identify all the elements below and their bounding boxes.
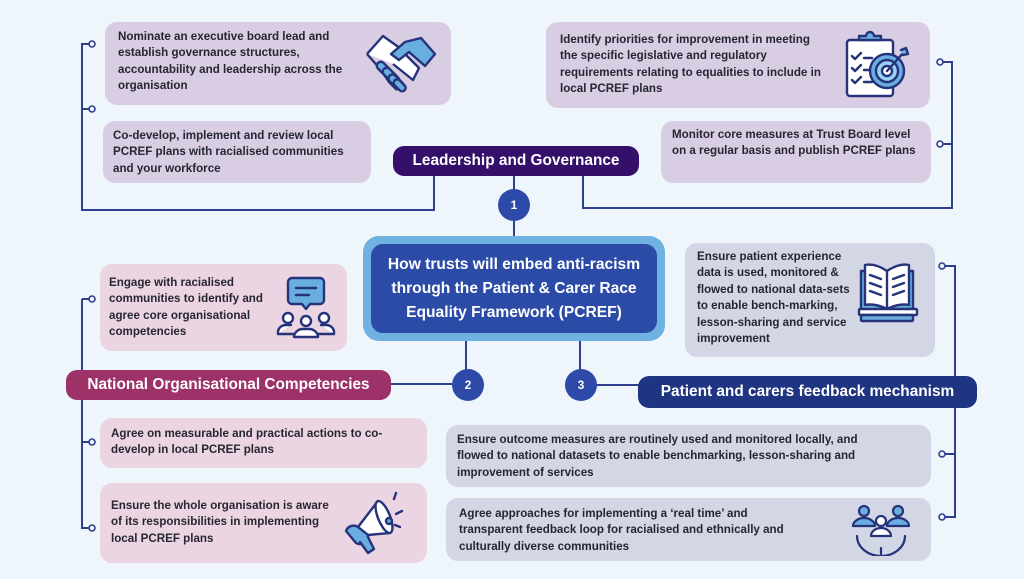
competencies-item-2-text: Agree on measurable and practical action… <box>111 427 383 457</box>
clipboard-target-icon <box>845 30 910 98</box>
leadership-item-1: Nominate an executive board lead and est… <box>105 22 451 105</box>
feedback-item-3-text: Agree approaches for implementing a ‘rea… <box>459 507 784 553</box>
competencies-heading: National Organisational Competencies <box>66 370 391 400</box>
handshake-icon <box>366 34 437 93</box>
leadership-heading-text: Leadership and Governance <box>412 152 620 169</box>
feedback-heading: Patient and carers feedback mechanism <box>638 376 977 408</box>
leadership-item-1-text: Nominate an executive board lead and est… <box>118 30 343 93</box>
competencies-item-3: Ensure the whole organisation is aware o… <box>100 483 427 563</box>
competencies-item-1-text: Engage with racialised communities to id… <box>109 276 263 339</box>
leadership-item-3: Identify priorities for improvement in m… <box>546 22 930 108</box>
feedback-item-2: Ensure outcome measures are routinely us… <box>446 425 931 487</box>
leadership-heading: Leadership and Governance <box>393 146 639 176</box>
megaphone-icon <box>344 491 404 555</box>
connector-competencies <box>81 298 90 529</box>
center-title-box: How trusts will embed anti-racism throug… <box>371 244 657 333</box>
feedback-item-3: Agree approaches for implementing a ‘rea… <box>446 498 931 561</box>
number-badge-2: 2 <box>452 369 484 401</box>
feedback-item-2-text: Ensure outcome measures are routinely us… <box>457 433 858 479</box>
feedback-heading-text: Patient and carers feedback mechanism <box>660 383 955 400</box>
competencies-item-1: Engage with racialised communities to id… <box>100 264 347 351</box>
feedback-item-1: Ensure patient experience data is used, … <box>685 243 935 357</box>
leadership-item-2: Co-develop, implement and review local P… <box>103 121 371 183</box>
feedback-item-1-text: Ensure patient experience data is used, … <box>697 250 850 346</box>
competencies-item-3-text: Ensure the whole organisation is aware o… <box>111 499 329 545</box>
community-chat-icon <box>276 276 336 339</box>
center-title: How trusts will embed anti-racism throug… <box>387 255 641 321</box>
competencies-heading-text: National Organisational Competencies <box>87 376 370 393</box>
leadership-item-2-text: Co-develop, implement and review local P… <box>113 129 344 175</box>
leadership-item-3-text: Identify priorities for improvement in m… <box>560 33 821 96</box>
open-book-icon <box>857 263 919 323</box>
number-badge-1: 1 <box>498 189 530 221</box>
number-badge-3: 3 <box>565 369 597 401</box>
leadership-item-4-text: Monitor core measures at Trust Board lev… <box>672 128 916 158</box>
competencies-item-2: Agree on measurable and practical action… <box>100 418 427 468</box>
leadership-item-4: Monitor core measures at Trust Board lev… <box>661 121 931 183</box>
people-feedback-loop-icon <box>851 504 911 556</box>
